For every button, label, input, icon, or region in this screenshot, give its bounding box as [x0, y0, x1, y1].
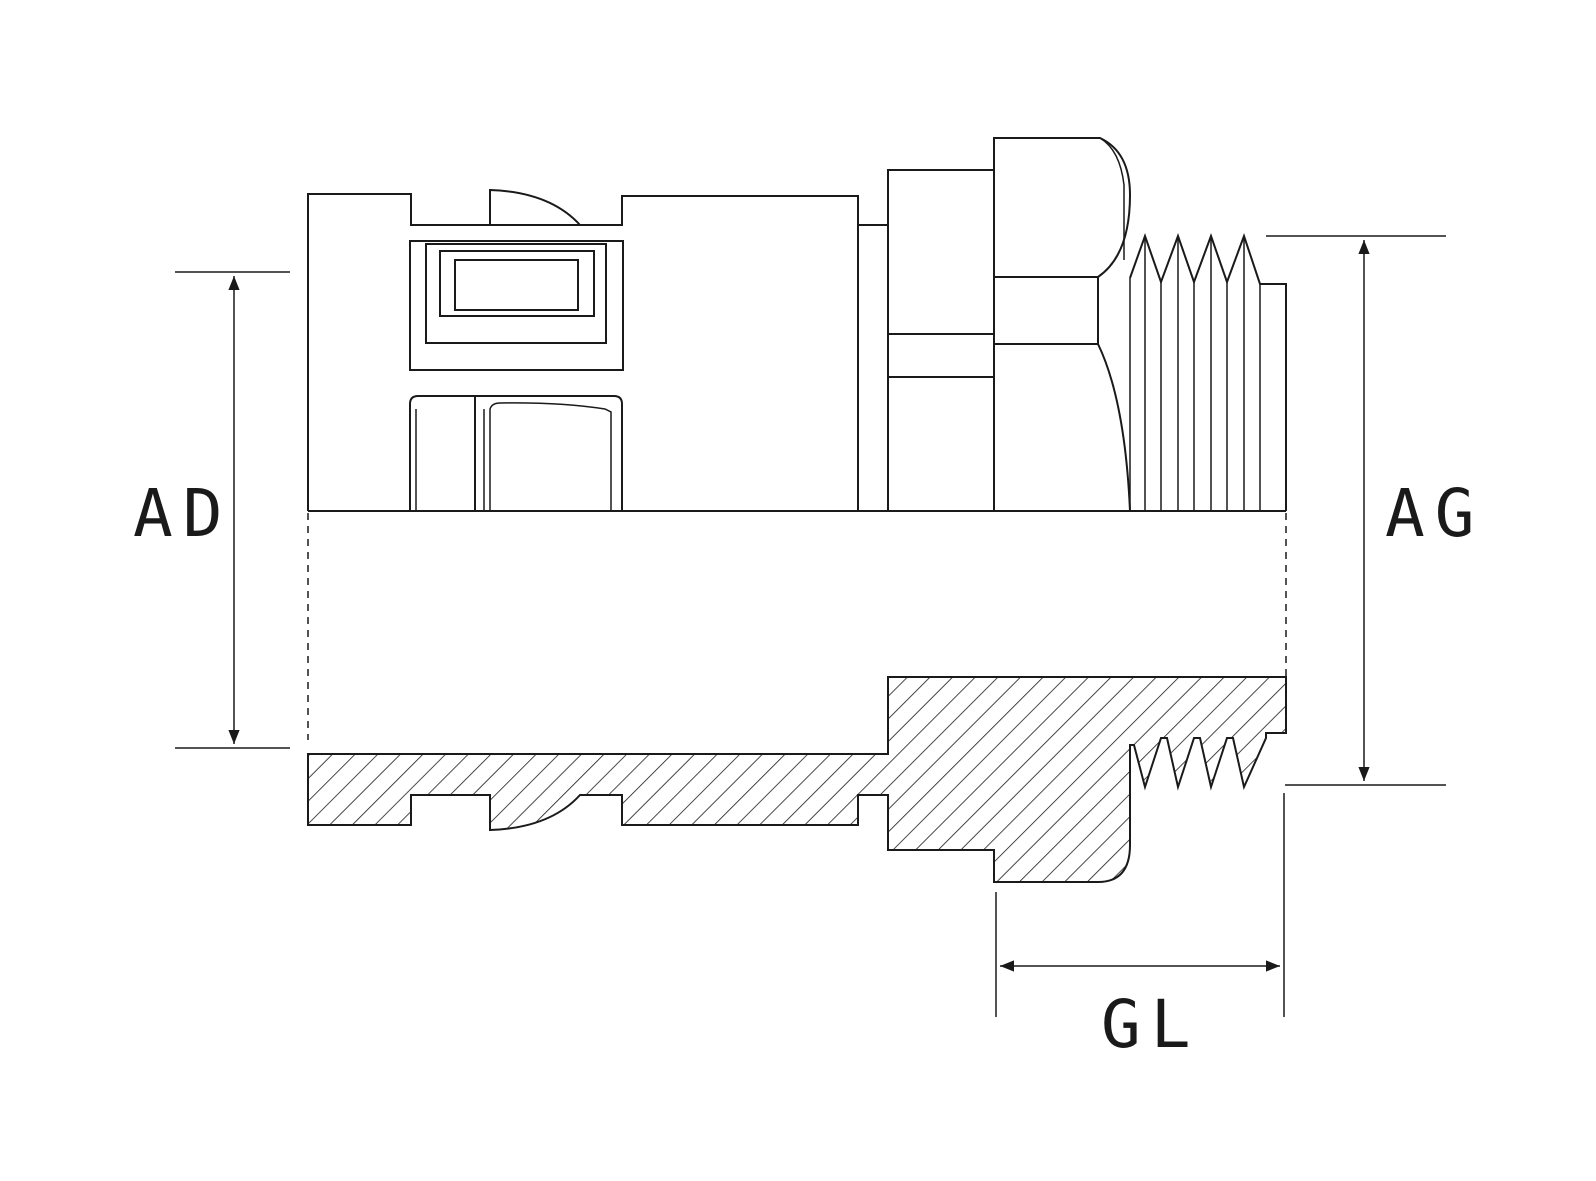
- thread-profile: [1129, 232, 1287, 511]
- latch-outline: [409, 395, 623, 511]
- collar: [858, 224, 889, 511]
- window-inner: [439, 250, 595, 317]
- ad-label: AD: [133, 475, 232, 552]
- cross-section: [307, 676, 1287, 883]
- body-outline: [307, 193, 859, 511]
- dimension-ag: AG: [1266, 235, 1484, 786]
- hex-curve: [1097, 343, 1131, 512]
- release-tab: [489, 188, 581, 226]
- nut-segment: [887, 169, 995, 512]
- window-middle: [425, 243, 607, 344]
- latch-inner: [489, 402, 612, 511]
- dimension-ad: AD: [133, 271, 290, 749]
- hex-head: [993, 137, 1132, 511]
- external-view: [307, 137, 1287, 512]
- gl-label: GL: [1101, 986, 1200, 1063]
- ag-label: AG: [1385, 475, 1484, 552]
- window-core: [454, 259, 579, 311]
- hex-head-chamfer: [1099, 137, 1125, 260]
- dimension-gl: GL: [995, 793, 1285, 1063]
- window-outer: [409, 240, 624, 371]
